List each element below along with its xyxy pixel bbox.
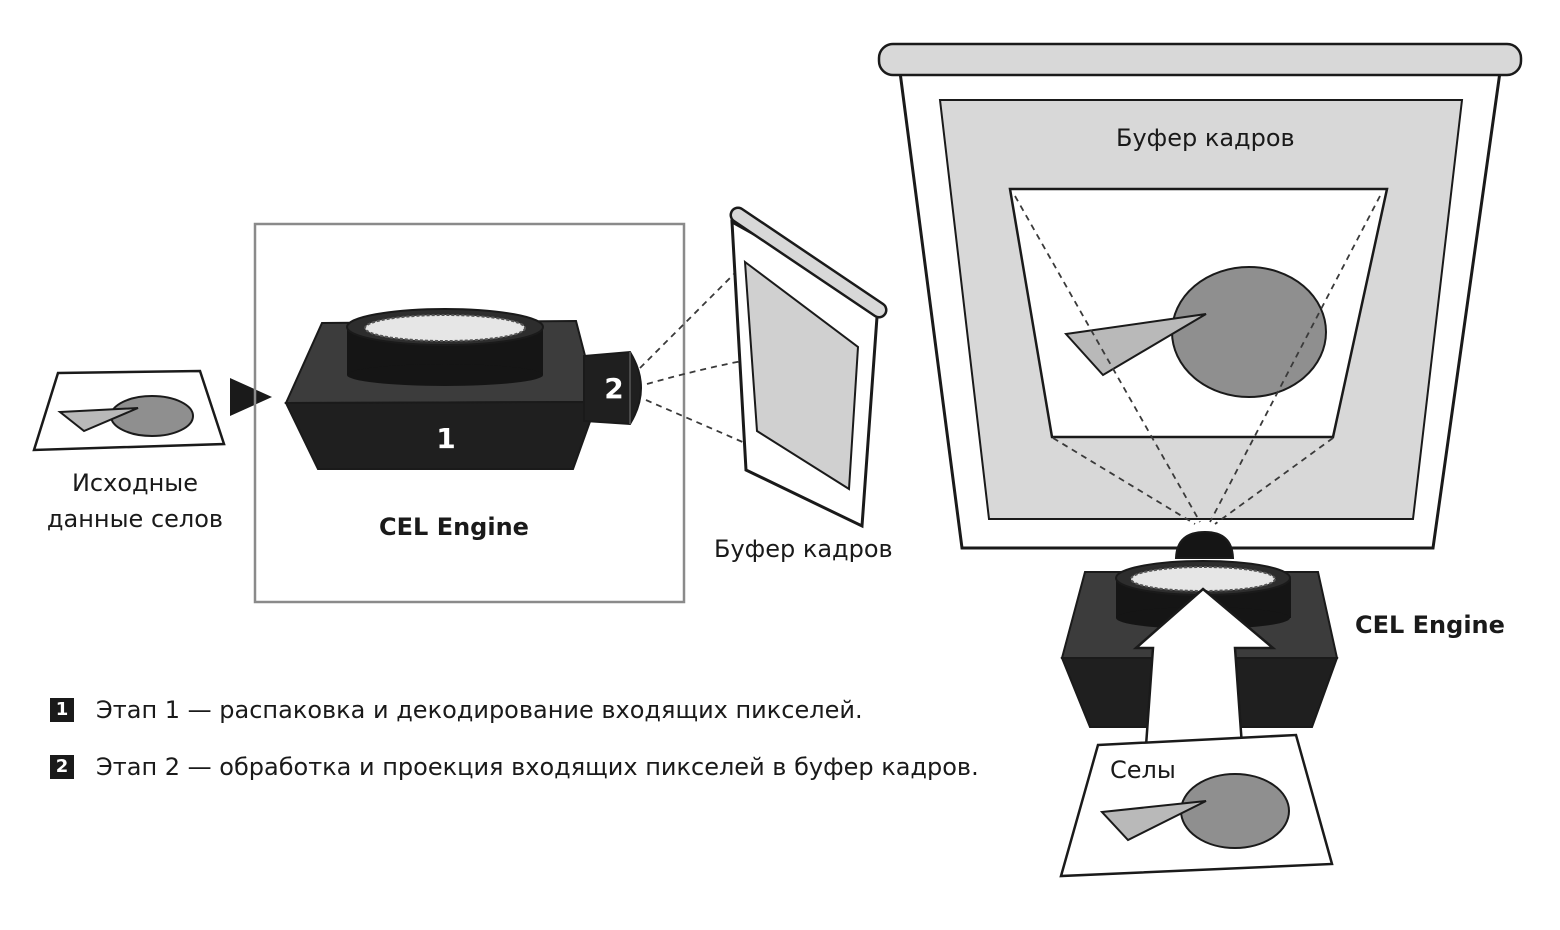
legend-item-2: 2 Этап 2 — обработка и проекция входящих… xyxy=(50,752,979,782)
source-circle-shape xyxy=(110,395,194,437)
stage2-marker: 2 xyxy=(604,372,623,405)
stage1-marker: 1 xyxy=(436,422,455,455)
legend-text-1: Этап 1 — распаковка и декодирование вход… xyxy=(96,696,863,724)
cel-circle-shape xyxy=(1180,773,1290,849)
engine-frame xyxy=(253,222,686,604)
legend-item-1: 1 Этап 1 — распаковка и декодирование вх… xyxy=(50,695,863,725)
big-screen-label: Буфер кадров xyxy=(1116,124,1295,152)
engine-right-device xyxy=(1060,530,1339,748)
projected-triangle-shape xyxy=(1063,313,1207,377)
engine-left-device xyxy=(284,308,642,470)
source-cel-sheet xyxy=(32,369,226,452)
right-projection-beams xyxy=(1014,195,1381,525)
small-buffer-surface xyxy=(743,259,860,491)
projected-circle-shape xyxy=(1171,266,1327,398)
lens-glass xyxy=(364,314,526,342)
big-screen xyxy=(877,42,1523,550)
cel-sheet-label: Селы xyxy=(1110,756,1176,784)
legend-badge-1: 1 xyxy=(50,698,74,722)
small-buffer-label: Буфер кадров xyxy=(714,535,893,563)
source-label: Исходные данные селов xyxy=(30,465,240,537)
cel-sheet xyxy=(1059,733,1334,878)
projector-dome xyxy=(1174,530,1235,559)
engine-right-title: CEL Engine xyxy=(1355,611,1505,639)
source-label-line2: данные селов xyxy=(46,505,224,533)
engine-left-title: CEL Engine xyxy=(379,513,529,541)
legend-badge-2: 2 xyxy=(50,755,74,779)
input-arrow-icon xyxy=(230,378,272,416)
source-triangle-shape xyxy=(57,407,139,433)
small-buffer-screen xyxy=(729,206,888,529)
source-label-line1: Исходные xyxy=(71,469,199,497)
cel-triangle-shape xyxy=(1099,800,1207,842)
legend-text-2: Этап 2 — обработка и проекция входящих п… xyxy=(96,753,979,781)
